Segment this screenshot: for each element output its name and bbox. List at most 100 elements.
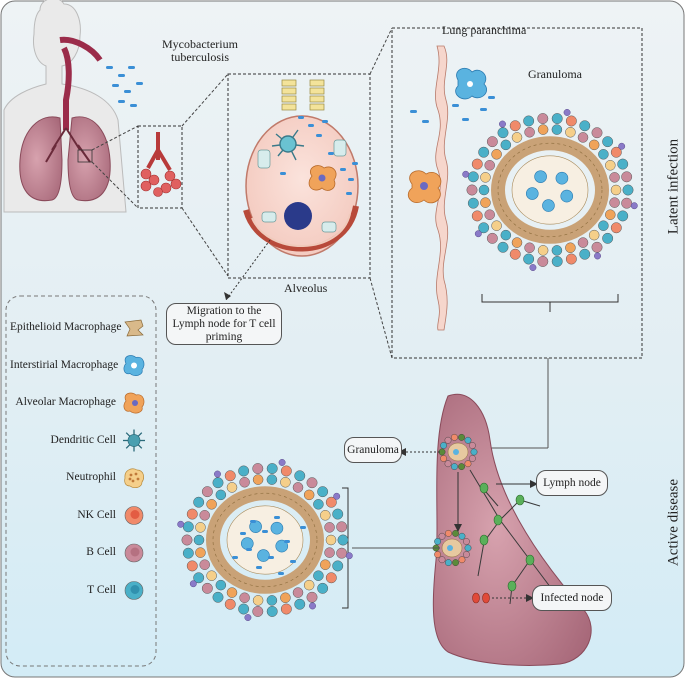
granuloma-cell	[591, 241, 603, 253]
granuloma-cell	[266, 606, 278, 617]
granuloma-cell	[292, 482, 304, 493]
granuloma-cell	[551, 245, 563, 256]
bacterium	[256, 566, 262, 569]
granuloma-cell	[239, 477, 250, 488]
granuloma-cell	[238, 465, 250, 477]
granuloma-cell	[565, 115, 577, 127]
granuloma-cell	[524, 242, 535, 253]
granuloma-dendritic	[563, 109, 571, 116]
granuloma-cell	[280, 592, 291, 603]
granuloma-cell	[332, 560, 344, 572]
granuloma-cell	[212, 477, 224, 489]
granuloma-cell	[467, 171, 479, 183]
granuloma-cell	[206, 570, 217, 581]
granuloma-cell	[621, 197, 633, 209]
granuloma-cell	[588, 139, 600, 151]
lymph-node-label-box: Lymph node	[536, 470, 608, 496]
granuloma-cell	[266, 463, 278, 474]
granuloma-cell	[226, 482, 238, 493]
granuloma-dendritic	[594, 252, 601, 260]
granuloma-cell	[266, 474, 278, 485]
granuloma-cell	[478, 222, 490, 234]
human-figure	[3, 0, 127, 213]
granuloma-cell	[602, 232, 614, 244]
granuloma-cell	[621, 171, 633, 183]
granuloma-cell	[467, 197, 479, 209]
lung-mini-granuloma	[432, 529, 472, 567]
nk-cell-icon	[124, 506, 144, 525]
dendritic-cell-icon	[123, 429, 145, 452]
granuloma-cell	[605, 160, 616, 171]
granuloma-cell	[280, 465, 292, 477]
granuloma-cell	[317, 582, 329, 594]
granuloma-dendritic	[278, 459, 286, 466]
latent-granuloma-box	[391, 27, 643, 359]
legend-label-t-cell: T Cell	[87, 583, 116, 596]
b-cell-icon	[124, 543, 144, 563]
legend-label-b-cell: B Cell	[86, 546, 116, 558]
granuloma-cell	[266, 595, 278, 606]
granuloma-cell	[195, 522, 206, 533]
granuloma-cell	[605, 209, 616, 220]
granuloma-cell	[313, 570, 324, 581]
granuloma-cell	[471, 158, 483, 170]
granuloma-cell	[500, 139, 512, 151]
legend-label-epithelioid-macrophage: Epithelioid Macrophage	[10, 321, 122, 333]
granuloma-cell	[610, 222, 622, 234]
granuloma-cell	[226, 587, 238, 598]
granuloma-dendritic	[214, 470, 221, 478]
granuloma-cell	[324, 547, 335, 558]
granuloma-dendritic	[529, 264, 537, 271]
granuloma-cell	[480, 172, 491, 183]
granuloma-cell	[325, 534, 337, 546]
granuloma-cell	[294, 470, 306, 482]
granuloma-cell	[480, 197, 491, 208]
granuloma-dendritic	[333, 492, 341, 500]
granuloma-cell	[497, 241, 509, 253]
neutrophil-icon	[124, 468, 144, 488]
granuloma-cell	[206, 499, 217, 510]
granuloma-cell	[509, 248, 521, 260]
bacterium	[284, 540, 290, 543]
legend-label-neutrophil: Neutrophil	[66, 471, 116, 483]
granuloma-cell	[201, 582, 213, 594]
granuloma-cell	[193, 534, 205, 546]
legend-box	[5, 295, 157, 667]
granuloma-top-label: Granuloma	[528, 67, 582, 81]
latent-infection-label: Latent infection	[665, 138, 682, 235]
granuloma-cell	[201, 486, 213, 498]
granuloma-cell	[511, 237, 523, 248]
granuloma-core	[511, 155, 589, 225]
granuloma-cell	[239, 592, 250, 603]
latent-granuloma	[462, 109, 638, 271]
granuloma-cell	[551, 124, 563, 135]
granuloma-cell	[252, 474, 264, 485]
bacterium	[262, 530, 268, 533]
granuloma-cell	[491, 220, 502, 231]
granuloma-cell	[610, 146, 622, 158]
granuloma-cell	[466, 184, 478, 196]
granuloma-cell	[238, 603, 250, 615]
granuloma-cell	[294, 598, 306, 610]
granuloma-cell	[337, 534, 349, 546]
granuloma-cell	[325, 496, 337, 508]
granuloma-cell	[537, 245, 549, 256]
granuloma-cell	[491, 149, 502, 160]
lung-paranchima-vessel	[435, 45, 449, 331]
granuloma-macrophage	[560, 189, 574, 203]
granuloma-cell	[565, 242, 576, 253]
granuloma-cell	[523, 253, 535, 265]
granuloma-cell	[500, 229, 512, 241]
granuloma-macrophage	[542, 199, 555, 212]
granuloma-cell	[484, 209, 495, 220]
granuloma-cell	[224, 470, 236, 482]
granuloma-cell	[511, 132, 523, 143]
granuloma-cell	[186, 560, 198, 572]
bronchi-box	[137, 125, 183, 209]
granuloma-cell	[471, 210, 483, 222]
granuloma-cell	[537, 256, 549, 267]
legend-label-nk-cell: NK Cell	[77, 508, 116, 521]
granuloma-cell	[617, 158, 629, 170]
